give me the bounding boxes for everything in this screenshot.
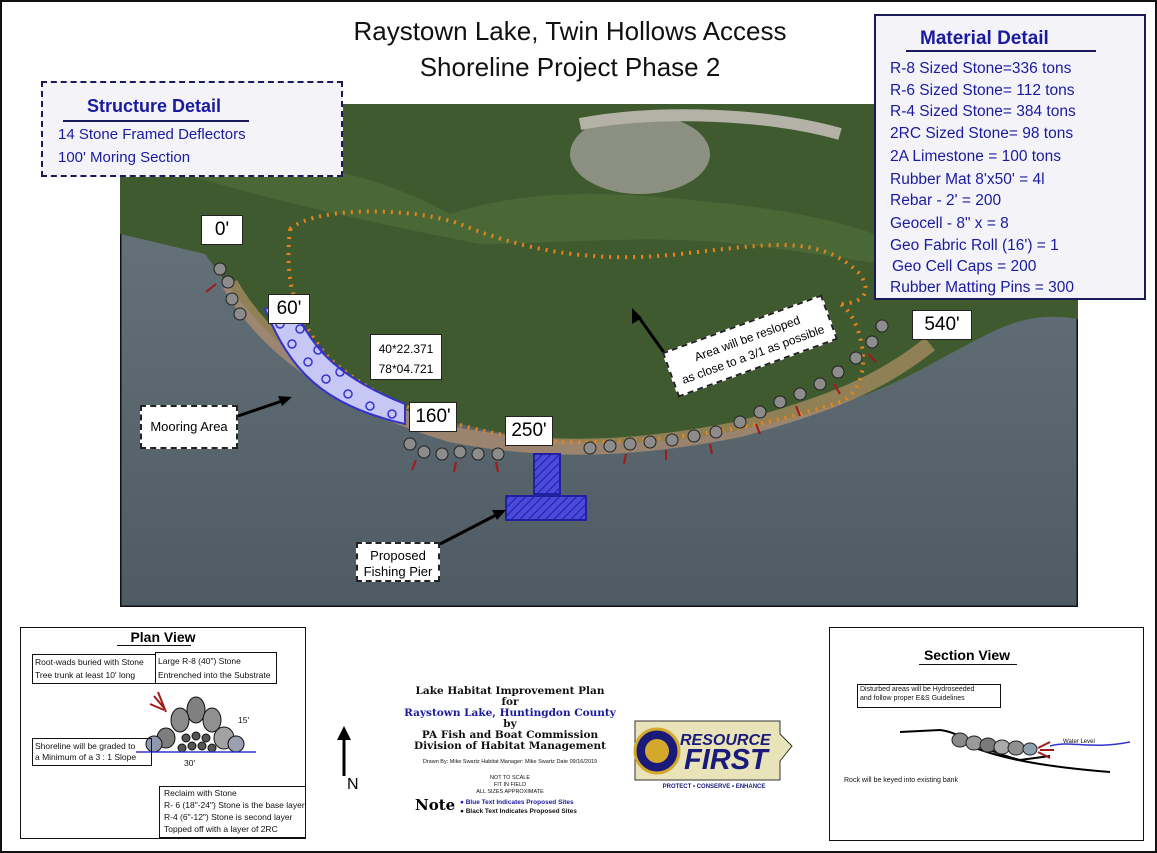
disturbed-note: Disturbed areas will be Hydroseeded and …	[857, 684, 1001, 708]
longitude-text: 78*04.721	[378, 362, 434, 376]
material-item-3: R-4 Sized Stone= 384 tons	[890, 103, 1076, 120]
station-540-label: 540'	[912, 310, 972, 340]
plan-view-diagram	[136, 691, 256, 753]
stone-deflectors	[205, 262, 889, 473]
material-item-11: Rubber Matting Pins = 300	[890, 279, 1074, 296]
rootwads-note: Root-wads buried with Stone Tree trunk a…	[32, 654, 156, 684]
mooring-area-zone	[263, 297, 406, 426]
north-arrow-icon	[337, 726, 351, 776]
structure-item-1: 14 Stone Framed Deflectors	[58, 126, 246, 143]
latitude-text: 40*22.371	[378, 342, 434, 356]
material-item-1: R-8 Sized Stone=336 tons	[890, 60, 1072, 77]
parking-area	[570, 114, 710, 194]
station-0-label: 0'	[201, 215, 243, 245]
material-item-6: Rubber Mat 8'x50' = 4l	[890, 171, 1045, 188]
aerial-map	[120, 104, 1078, 607]
note-line-1-text: Blue Text Indicates Proposed Sites	[465, 799, 574, 806]
shoreline-line-2: a Minimum of a 3 : 1 Slope	[35, 752, 137, 762]
rootwads-line-2: Tree trunk at least 10' long	[35, 670, 136, 680]
plan-heading-underline	[117, 645, 191, 646]
material-item-10: Geo Cell Caps = 200	[892, 258, 1037, 275]
large-stone-note: Large R-8 (40") Stone Entrenched into th…	[155, 652, 277, 684]
plan-dim-height: 15'	[238, 715, 250, 725]
material-item-2: R-6 Sized Stone= 112 tons	[890, 82, 1075, 99]
disturbed-line-2: and follow proper E&S Guidelines	[860, 695, 965, 702]
pier-label-line-1: Proposed	[370, 548, 426, 563]
plan-info-line-5: PA Fish and Boat Commission	[421, 729, 599, 741]
disturbed-line-1: Disturbed areas will be Hydroseeded	[860, 686, 975, 693]
section-view-panel: Section View Disturbed areas will be Hyd…	[829, 627, 1144, 841]
note-heading: Note	[415, 796, 456, 814]
plan-info-line-4: by	[503, 718, 517, 730]
plan-dim-width: 30'	[184, 758, 196, 768]
note-line-2-text: Black Text Indicates Proposed Sites	[465, 808, 577, 815]
reclaim-line-1: Reclaim with Stone	[164, 788, 237, 798]
material-item-7: Rebar - 2' = 200	[890, 192, 1002, 209]
station-250-label: 250'	[505, 416, 553, 446]
fishing-pier-stem	[533, 453, 561, 495]
mooring-arrow	[237, 398, 286, 418]
plan-view-panel: Plan View Root-wads buried with Stone Tr…	[20, 627, 306, 839]
logo-word-2: FIRST	[684, 744, 768, 776]
title-line-2: Shoreline Project Phase 2	[419, 52, 721, 82]
title-line-1: Raystown Lake, Twin Hollows Access	[353, 16, 787, 46]
logo-word-1: RESOURCE	[680, 732, 771, 749]
material-heading-underline	[906, 50, 1096, 52]
coordinates-box: 40*22.371 78*04.721	[370, 334, 442, 380]
reclaim-line-4: Topped off with a layer of 2RC	[164, 824, 278, 834]
material-detail-heading: Material Detail	[920, 28, 1049, 49]
large-stone-line-1: Large R-8 (40") Stone	[158, 656, 241, 666]
material-detail-box: Material Detail R-8 Sized Stone=336 tons…	[874, 14, 1146, 300]
material-item-8: Geocell - 8" x = 8	[890, 215, 1009, 232]
plan-info-block: Lake Habitat Improvement Plan for Raysto…	[400, 686, 620, 752]
north-label: N	[347, 776, 359, 793]
scale-note-2: FIT IN FIELD	[493, 782, 527, 788]
reclaim-line-3: R-4 (6"-12") Stone is second layer	[164, 812, 293, 822]
structure-heading-underline	[63, 120, 249, 122]
structure-detail-heading: Structure Detail	[87, 96, 222, 116]
resource-first-logo	[633, 720, 793, 781]
drawn-by-text: Drawn By: Mike Swartz Habitat Manager: M…	[422, 759, 598, 765]
mooring-area-label: Mooring Area	[140, 405, 238, 449]
logo-tagline: PROTECT • CONSERVE • ENHANCE	[662, 784, 766, 790]
section-view-heading: Section View	[923, 647, 1011, 663]
reclaim-note: Reclaim with Stone R- 6 (18"-24") Stone …	[159, 786, 306, 838]
water-level-label: Water Level	[1063, 739, 1095, 745]
scale-note-1: NOT TO SCALE	[489, 775, 531, 781]
rootwads-line-1: Root-wads buried with Stone	[35, 657, 144, 667]
note-line-1: ● Blue Text Indicates Proposed Sites	[460, 799, 574, 806]
reclaim-line-2: R- 6 (18"-24") Stone is the base layer	[164, 800, 305, 810]
plan-view-heading: Plan View	[130, 629, 196, 645]
scale-notes: NOT TO SCALE FIT IN FIELD ALL SIZES APPR…	[465, 775, 555, 796]
pier-label-line-2: Fishing Pier	[363, 564, 433, 579]
shoreline-note: Shoreline will be graded to a Minimum of…	[32, 738, 152, 766]
plan-info-line-2: for	[501, 696, 519, 708]
structure-item-2: 100' Moring Section	[58, 149, 191, 166]
material-item-9: Geo Fabric Roll (16') = 1	[890, 237, 1059, 254]
note-line-2: ● Black Text Indicates Proposed Sites	[460, 808, 577, 815]
material-item-5: 2A Limestone = 100 tons	[890, 148, 1062, 165]
reslope-arrow	[636, 315, 667, 355]
station-60-label: 60'	[268, 294, 310, 324]
section-view-diagram	[900, 728, 1130, 773]
plan-info-line-6: Division of Habitat Management	[414, 740, 606, 752]
keyed-note: Rock will be keyed into existing bank	[844, 777, 959, 784]
shoreline-line-1: Shoreline will be graded to	[35, 741, 136, 751]
pier-arrow	[439, 512, 499, 546]
structure-detail-box: Structure Detail 14 Stone Framed Deflect…	[41, 81, 343, 177]
material-item-4: 2RC Sized Stone= 98 tons	[890, 125, 1074, 142]
plan-info-line-3: Raystown Lake, Huntingdon County	[404, 707, 616, 719]
section-heading-underline	[919, 664, 1017, 665]
large-stone-line-2: Entrenched into the Substrate	[158, 670, 271, 680]
plan-info-line-1: Lake Habitat Improvement Plan	[415, 685, 605, 697]
fishing-pier-deck	[505, 495, 587, 521]
fishing-pier-label: Proposed Fishing Pier	[356, 542, 440, 582]
scale-note-3: ALL SIZES APPROXIMATE	[476, 789, 544, 795]
station-160-label: 160'	[409, 402, 457, 432]
